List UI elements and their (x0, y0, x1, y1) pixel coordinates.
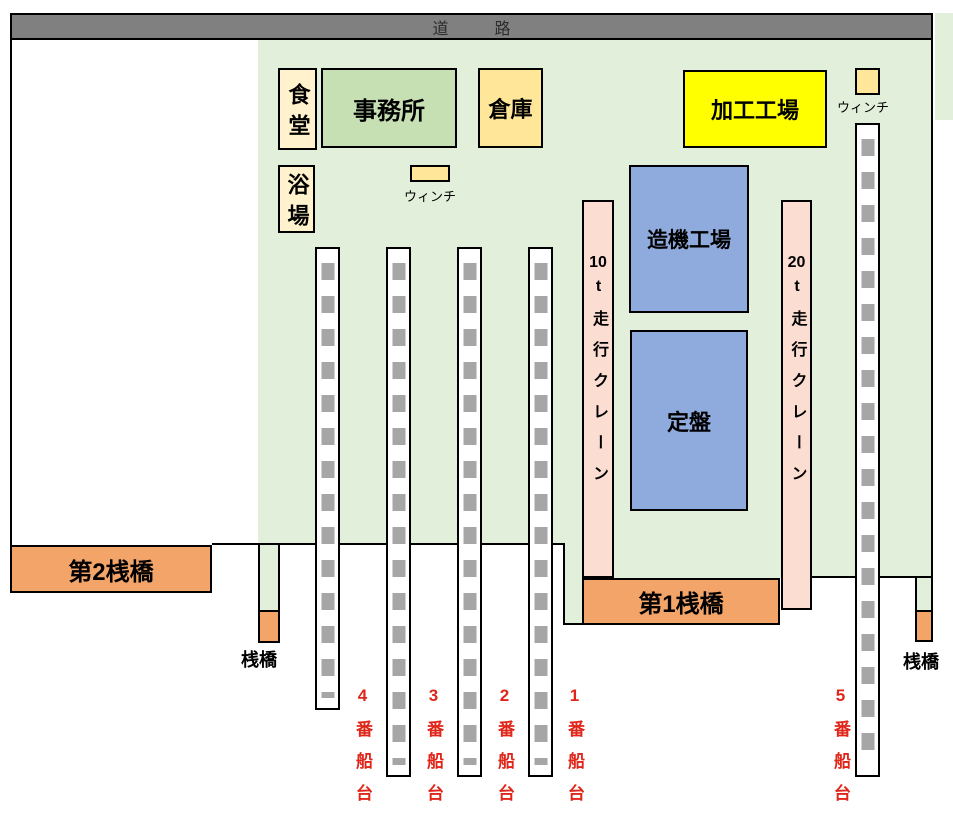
crane-20t-label: t走行クレーン (788, 278, 806, 496)
winch-box-right (855, 68, 880, 95)
rail-dashes (534, 263, 547, 765)
rail-dashes (392, 263, 405, 765)
winch-box-middle (410, 165, 450, 182)
slipway-label-5: 5番船台 (831, 686, 850, 816)
land-strip-right-shore (582, 545, 933, 578)
crane-20t: 20 t走行クレーン (781, 200, 812, 610)
office-label: 事務所 (353, 97, 425, 125)
slipway-rail-4 (315, 247, 340, 710)
pier-2-label: 第2桟橋 (68, 558, 154, 586)
winch-right-label: ウィンチ (836, 100, 889, 115)
surface-plate-label: 定盤 (666, 409, 711, 435)
road-bar: 道路 (10, 13, 933, 40)
land-column-left-small-pier (258, 545, 280, 612)
slipway-rail-1 (528, 247, 553, 777)
slipway-rail-3 (386, 247, 411, 777)
land-column-to-pier1 (563, 545, 582, 625)
processing-factory-label: 加工工場 (710, 98, 799, 123)
slipway-rail-2 (457, 247, 482, 777)
pier-1-label: 第1桟橋 (638, 591, 724, 618)
building-warehouse: 倉庫 (478, 68, 543, 148)
crane-20t-tonnage: 20 (787, 254, 806, 271)
building-processing-factory: 加工工場 (683, 70, 827, 148)
building-dining-hall: 食堂 (278, 68, 317, 150)
slipway-label-3: 3番船台 (424, 686, 443, 816)
winch-middle-label: ウィンチ (403, 189, 456, 204)
dining-hall-label: 食堂 (285, 82, 311, 145)
slipway-rail-5 (855, 123, 880, 777)
rail-dashes (321, 263, 334, 698)
road-label: 道路 (432, 20, 557, 38)
small-pier-right (915, 610, 933, 642)
rail-dashes (861, 139, 874, 765)
building-bath-house: 浴場 (278, 165, 315, 235)
building-office: 事務所 (321, 68, 457, 148)
machinery-factory-label: 造機工場 (647, 229, 731, 252)
land-column-right-small-pier (915, 578, 933, 610)
slipway-label-2: 2番船台 (495, 686, 514, 816)
building-machinery-factory: 造機工場 (629, 165, 749, 313)
bath-house-label: 浴場 (284, 172, 310, 235)
pier-2: 第2桟橋 (10, 545, 212, 593)
crane-10t-tonnage: 10 (589, 254, 607, 271)
small-pier-left (258, 610, 280, 643)
crane-10t: 10 t走行クレーン (582, 200, 614, 578)
slipway-label-4: 4番船台 (353, 686, 372, 816)
surface-plate: 定盤 (630, 330, 748, 511)
small-pier-left-label: 桟橋 (241, 650, 277, 670)
rail-dashes (463, 263, 476, 765)
crane-10t-label: t走行クレーン (590, 278, 607, 496)
small-pier-right-label: 桟橋 (903, 652, 939, 672)
site-border-left (10, 40, 12, 545)
pier-1: 第1桟橋 (582, 578, 780, 625)
warehouse-label: 倉庫 (488, 97, 533, 122)
slipway-label-1: 1番船台 (565, 686, 584, 816)
site-ground-outer-right (935, 13, 953, 120)
